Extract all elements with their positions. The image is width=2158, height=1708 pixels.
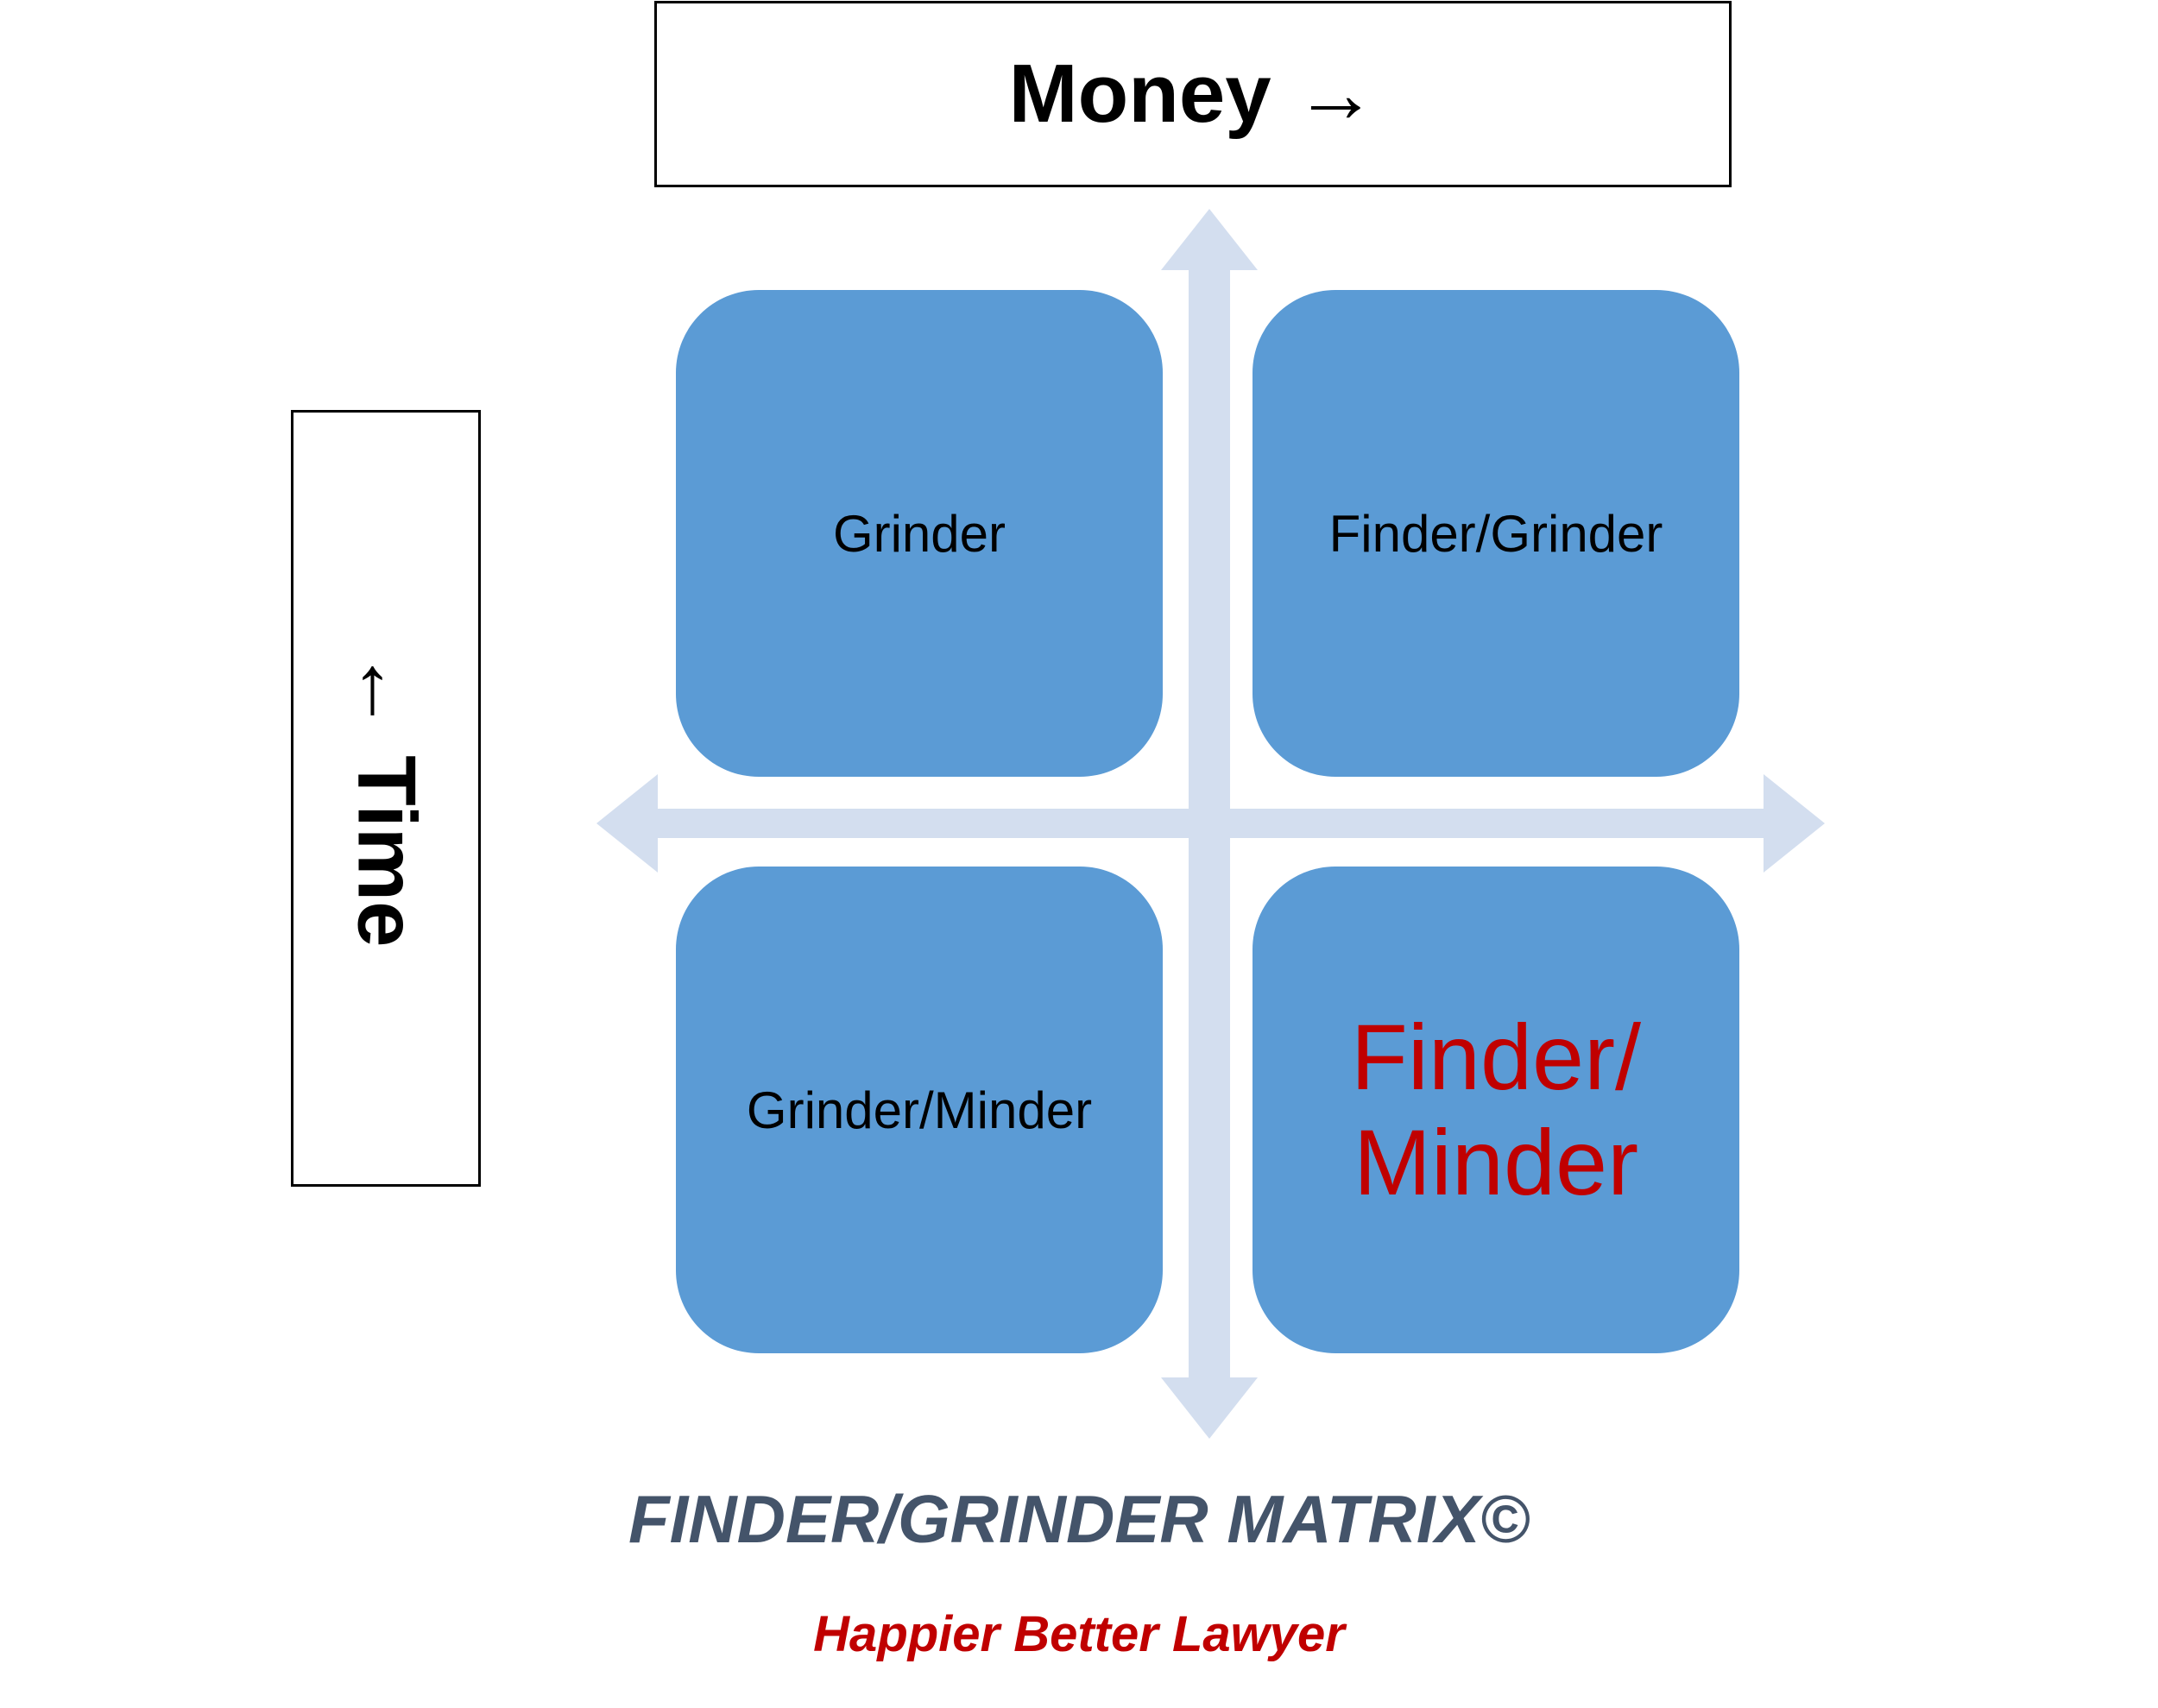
money-axis-label: Money →: [1008, 47, 1378, 140]
matrix-title: FINDER/GRINDER MATRIX©: [628, 1481, 1530, 1557]
quadrant-label-highlighted: Finder/ Minder: [1350, 1005, 1642, 1214]
quadrant-finder-minder: Finder/ Minder: [1253, 867, 1739, 1353]
quadrant-label: Grinder: [832, 504, 1006, 563]
quadrant-finder-grinder: Finder/Grinder: [1253, 290, 1739, 777]
matrix-subtitle: Happier Better Lawyer: [813, 1606, 1345, 1662]
time-axis-label-box: ← Time: [291, 410, 481, 1187]
money-axis-label-box: Money →: [654, 1, 1732, 187]
horizontal-double-arrow: [596, 774, 1825, 873]
quadrant-grinder: Grinder: [676, 290, 1163, 777]
quadrant-label: Finder/Grinder: [1328, 504, 1663, 563]
quadrant-grinder-minder: Grinder/Minder: [676, 867, 1163, 1353]
quadrant-label: Grinder/Minder: [746, 1081, 1093, 1139]
